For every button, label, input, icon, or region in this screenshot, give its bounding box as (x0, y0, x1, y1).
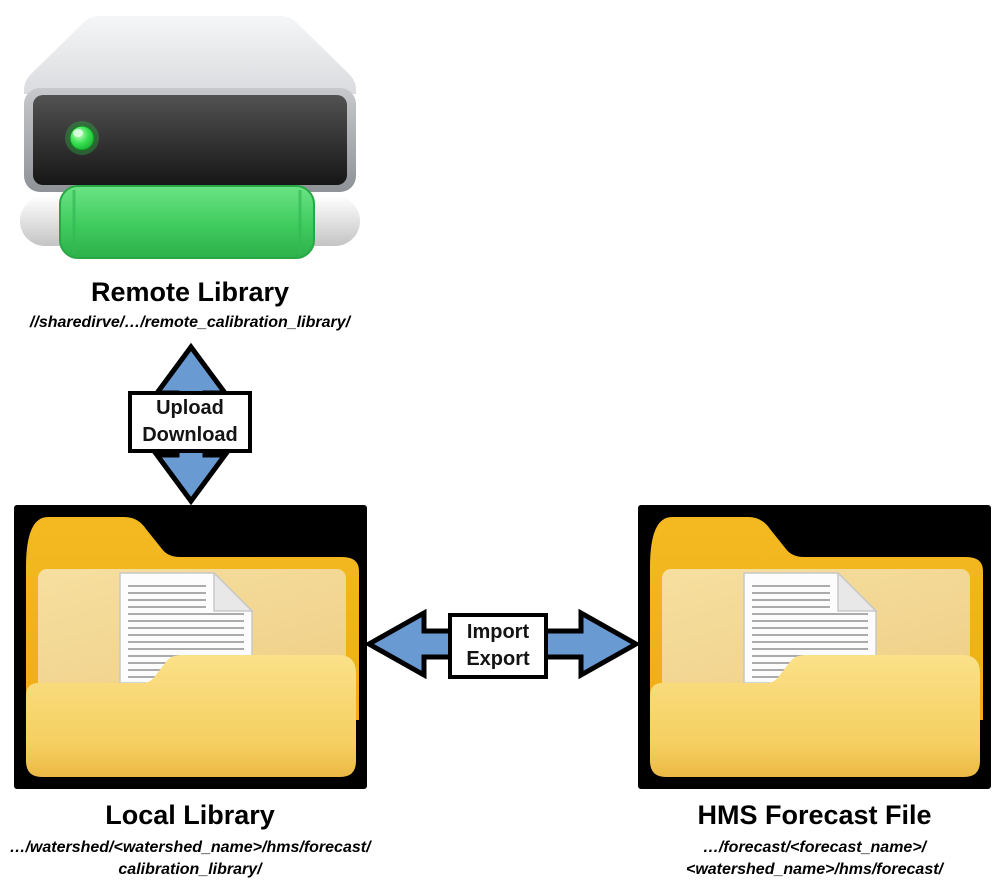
server-icon (20, 16, 360, 259)
local-library-title: Local Library (105, 800, 275, 830)
local-library-path-line1: …/watershed/<watershed_name>/hms/forecas… (9, 839, 371, 856)
download-label: Download (142, 424, 238, 446)
upload-download-label: Upload Download (128, 391, 252, 453)
remote-library-title: Remote Library (90, 277, 290, 307)
export-label: Export (466, 648, 530, 670)
local-library-folder-icon (14, 505, 367, 789)
upload-label: Upload (156, 397, 224, 419)
import-export-label: Import Export (448, 613, 548, 679)
local-library-path: …/watershed/<watershed_name>/hms/forecas… (0, 837, 380, 881)
hms-forecast-path-line2: <watershed_name>/hms/forecast/ (685, 861, 943, 878)
local-library-path-line2: calibration_library/ (118, 861, 262, 878)
import-label: Import (466, 621, 530, 643)
hms-forecast-title: HMS Forecast File (697, 800, 932, 830)
led-light-icon (69, 125, 95, 151)
hms-forecast-path: …/forecast/<forecast_name>/ <watershed_n… (628, 837, 1001, 881)
hms-forecast-folder-icon (638, 505, 991, 789)
remote-library-path: //sharedirve/…/remote_calibration_librar… (29, 314, 351, 331)
hms-forecast-path-line1: …/forecast/<forecast_name>/ (702, 839, 927, 856)
